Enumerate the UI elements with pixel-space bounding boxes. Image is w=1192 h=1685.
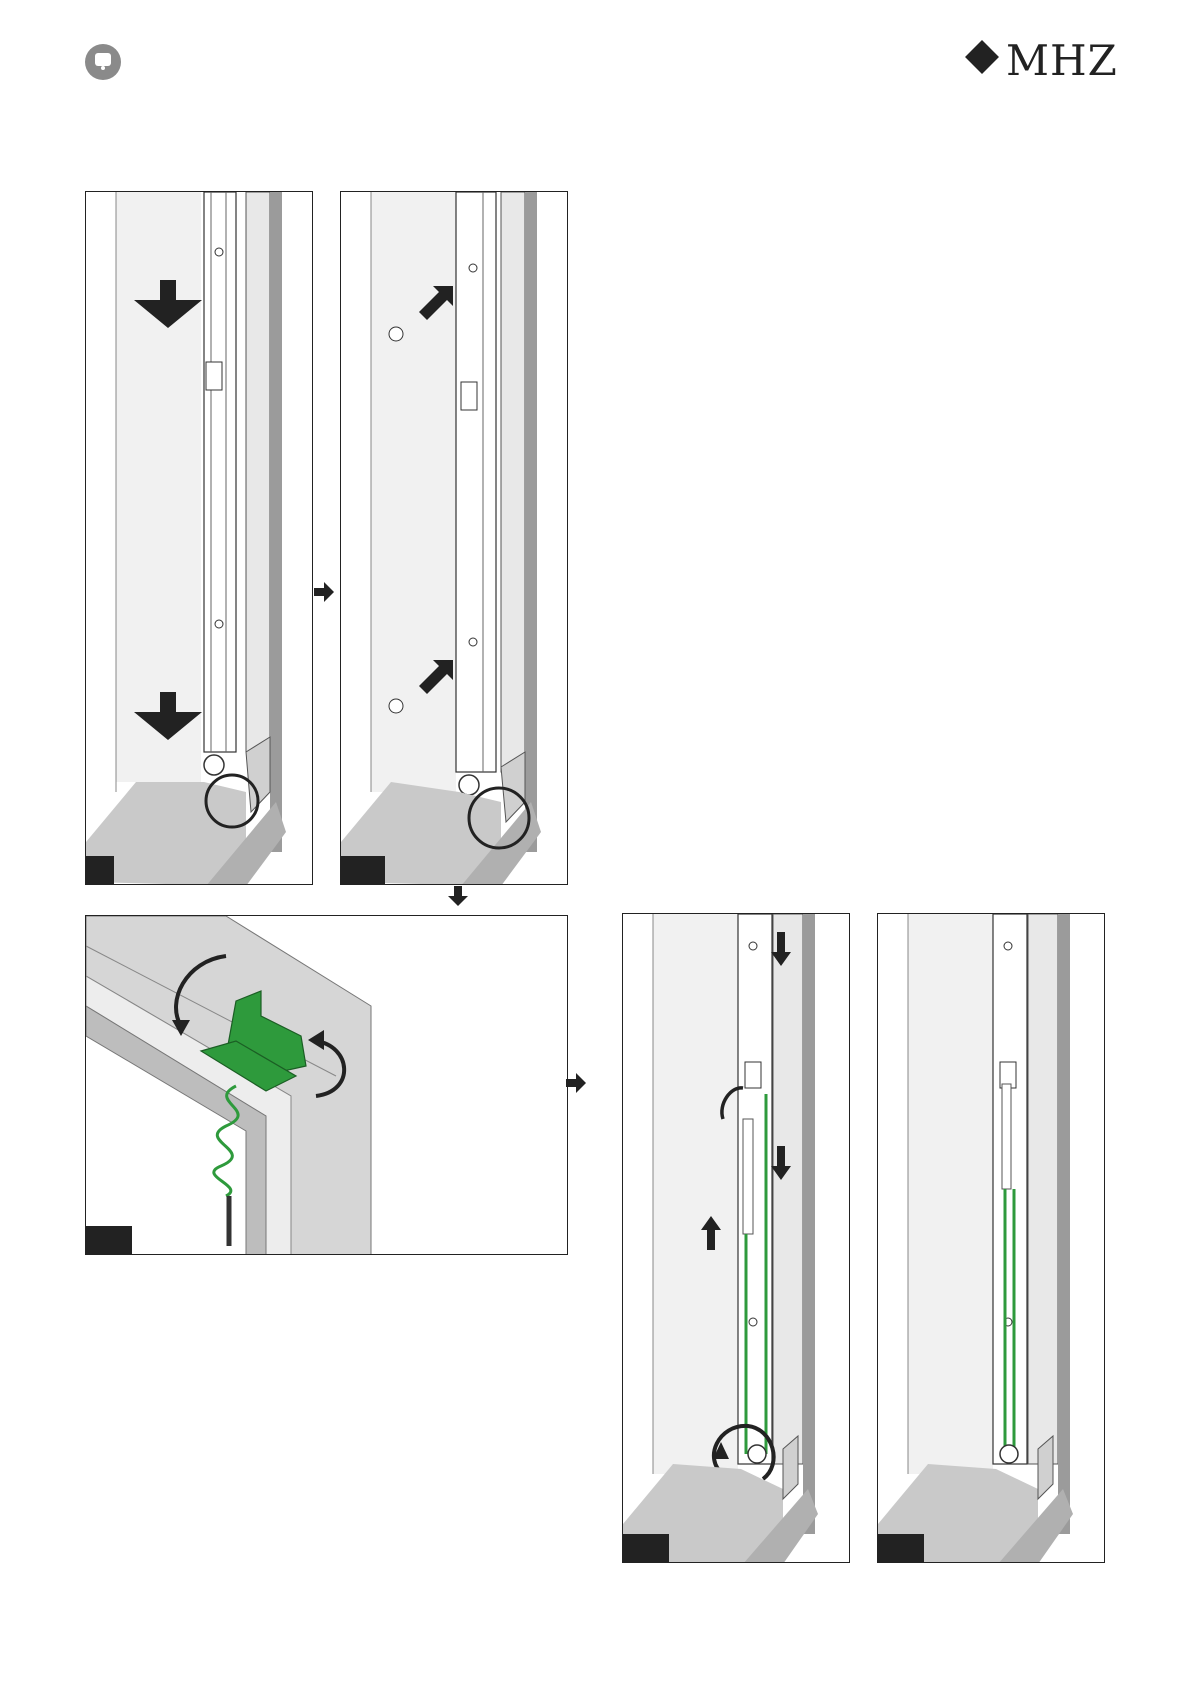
figure-1 — [85, 191, 313, 885]
figure-4 — [622, 913, 850, 1563]
info-badge-icon — [95, 53, 111, 66]
figure-label — [623, 1534, 669, 1562]
step-arrow-right-icon — [314, 582, 336, 607]
step-arrow-right-icon — [566, 1073, 588, 1098]
logo-text: MHZ — [1006, 36, 1118, 85]
figure-3 — [85, 915, 568, 1255]
step-arrow-down-icon — [448, 886, 468, 911]
figure-label — [86, 1226, 132, 1254]
figure-2 — [340, 191, 568, 885]
figure-label — [878, 1534, 924, 1562]
figure-label — [341, 856, 385, 884]
figure-label — [86, 856, 114, 884]
figure-5 — [877, 913, 1105, 1563]
page-badge — [85, 44, 121, 80]
diamond-icon — [965, 40, 999, 74]
